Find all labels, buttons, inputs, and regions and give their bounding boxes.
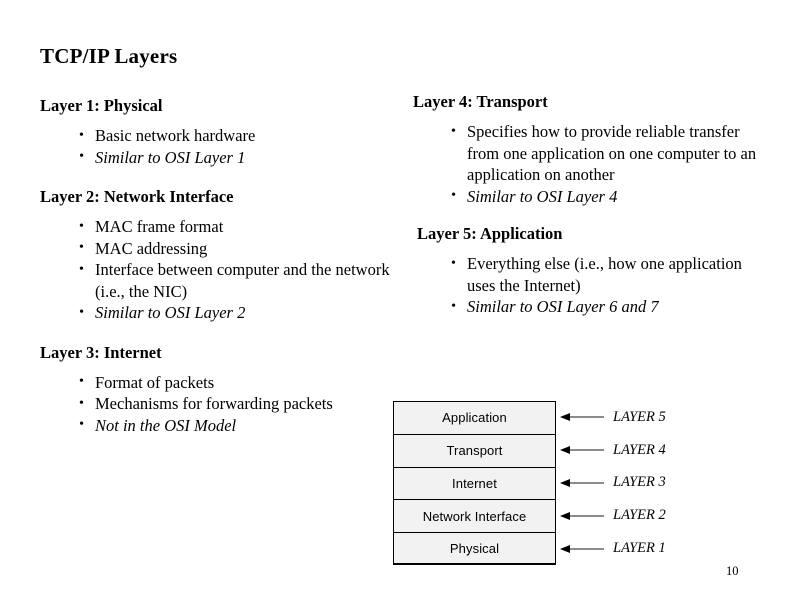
list-item: Not in the OSI Model (78, 414, 390, 437)
arrow-line (570, 449, 604, 452)
spacer (40, 168, 390, 187)
callout-label: LAYER 5 (613, 408, 666, 425)
left-column: Layer 1: Physical Basic network hardware… (40, 96, 390, 436)
arrow-line (570, 514, 604, 517)
arrow-line (570, 547, 604, 550)
section-heading-layer-3: Layer 3: Internet (40, 342, 162, 362)
stack-box-physical: Physical (393, 532, 556, 565)
stack-box-transport: Transport (393, 433, 556, 467)
spacer (413, 112, 763, 121)
list-item: Format of packets (78, 371, 390, 394)
spacer (40, 363, 390, 372)
list-item: Interface between computer and the netwo… (78, 259, 390, 302)
arrow-head-icon (560, 511, 570, 520)
spacer (413, 207, 763, 224)
bullet-list-layer-4: Specifies how to provide reliable transf… (450, 121, 763, 207)
arrow-head-icon (560, 544, 570, 553)
spacer (413, 244, 763, 253)
left-arrow-icon (560, 511, 604, 520)
callout-label: LAYER 2 (613, 507, 666, 524)
spacer (40, 207, 390, 216)
stack-box-network-interface: Network Interface (393, 499, 556, 533)
callout-layer-5: LAYER 5 (560, 401, 666, 434)
list-item: Similar to OSI Layer 6 and 7 (450, 296, 763, 318)
list-item: MAC addressing (78, 237, 390, 260)
section-heading-layer-2: Layer 2: Network Interface (40, 187, 234, 206)
callout-label: LAYER 4 (613, 441, 666, 458)
section-heading-layer-4: Layer 4: Transport (413, 92, 548, 111)
left-arrow-icon (560, 413, 604, 422)
spacer (40, 116, 390, 125)
stack-box-application: Application (393, 401, 556, 434)
callout-layer-2: LAYER 2 (560, 499, 666, 532)
bullet-list-layer-1: Basic network hardware Similar to OSI La… (78, 125, 390, 168)
list-item: Similar to OSI Layer 2 (78, 302, 390, 324)
left-arrow-icon (560, 446, 604, 455)
bullet-list-layer-2: MAC frame format MAC addressing Interfac… (78, 216, 390, 324)
bullet-list-layer-3: Format of packets Mechanisms for forward… (78, 371, 390, 437)
list-item: Everything else (i.e., how one applicati… (450, 253, 763, 296)
arrow-line (570, 416, 604, 419)
callout-layer-1: LAYER 1 (560, 532, 666, 565)
spacer (40, 324, 390, 343)
right-column: Layer 4: Transport Specifies how to prov… (413, 92, 763, 318)
callout-layer-3: LAYER 3 (560, 467, 666, 500)
arrow-head-icon (560, 446, 570, 455)
arrow-head-icon (560, 413, 570, 422)
list-item: Similar to OSI Layer 1 (78, 146, 390, 169)
callout-label: LAYER 1 (613, 540, 666, 557)
left-arrow-icon (560, 478, 604, 487)
list-item: Basic network hardware (78, 125, 390, 147)
page-number: 10 (726, 564, 739, 578)
list-item: MAC frame format (78, 216, 390, 238)
callout-label: LAYER 3 (613, 474, 666, 491)
arrow-line (570, 481, 604, 484)
section-heading-layer-1: Layer 1: Physical (40, 96, 163, 115)
callout-layer-4: LAYER 4 (560, 434, 666, 467)
section-heading-layer-5: Layer 5: Application (417, 224, 563, 243)
bullet-list-layer-5: Everything else (i.e., how one applicati… (450, 253, 763, 318)
page-title: TCP/IP Layers (40, 44, 178, 68)
list-item: Mechanisms for forwarding packets (78, 393, 390, 415)
arrow-head-icon (560, 478, 570, 487)
list-item: Similar to OSI Layer 4 (450, 185, 763, 208)
stack-box-internet: Internet (393, 466, 556, 500)
list-item: Specifies how to provide reliable transf… (450, 121, 763, 186)
left-arrow-icon (560, 544, 604, 553)
tcpip-stack-diagram: Application Transport Internet Network I… (393, 401, 556, 565)
